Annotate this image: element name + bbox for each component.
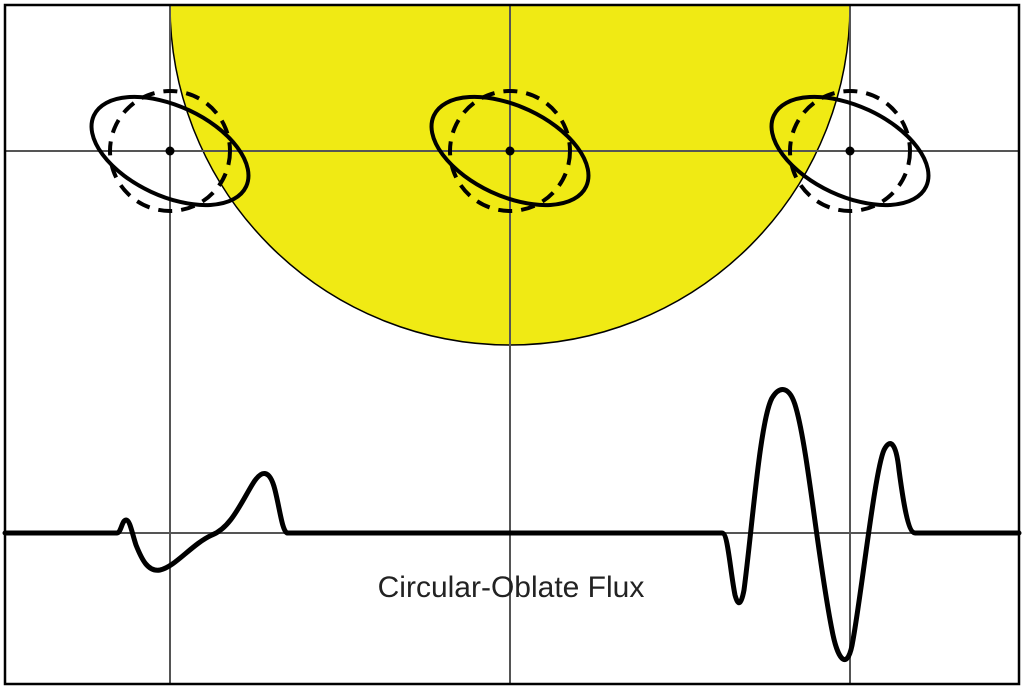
diagram-caption: Circular-Oblate Flux bbox=[378, 571, 645, 604]
frame-border bbox=[3, 3, 1021, 686]
planet-center-dot-left bbox=[165, 146, 175, 156]
oblate-planet-outline-right bbox=[769, 94, 931, 208]
oblate-planet-outline-left bbox=[89, 94, 251, 208]
circular-planet-outline-center bbox=[448, 89, 572, 213]
planet-left bbox=[89, 89, 251, 213]
planet-right bbox=[769, 89, 931, 213]
circular-planet-outline-right bbox=[788, 89, 912, 213]
oblate-planet-outline-center bbox=[429, 94, 591, 208]
planet-center-dot-center bbox=[505, 146, 515, 156]
planet-center bbox=[429, 89, 591, 213]
circular-planet-outline-left bbox=[108, 89, 232, 213]
planet-center-dot-right bbox=[845, 146, 855, 156]
flux-difference-curve bbox=[2, 387, 1022, 663]
